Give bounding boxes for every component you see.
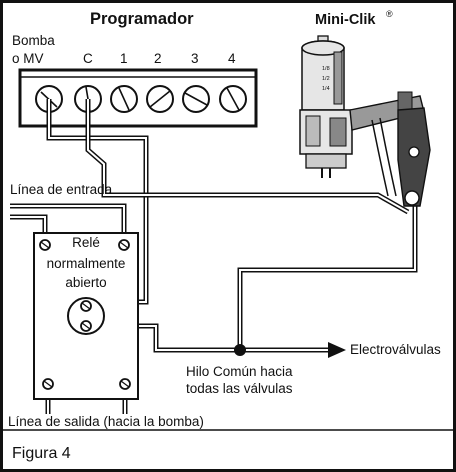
terminal-label-3: 3	[191, 51, 199, 66]
screw-2	[146, 85, 174, 113]
sensor-scale-mark-2: 1/2	[322, 76, 330, 82]
terminal-labels: Bomba o MV C 1 2 3 4	[12, 33, 236, 66]
sensor-scale-mark-3: 1/4	[322, 86, 330, 92]
sensor-name: Mini-Clik	[315, 12, 376, 28]
common-wire-label-line2: todas las válvulas	[186, 381, 293, 396]
relay-label-line3: abierto	[65, 275, 106, 290]
relay: Relé normalmente abierto	[33, 232, 139, 400]
relay-label-line1: Relé	[72, 235, 100, 250]
screw-1	[110, 85, 138, 113]
sensor-scale: 1/8 1/2 1/4	[322, 66, 330, 92]
controller-title: Programador	[90, 10, 194, 28]
terminal-label-1: 1	[120, 51, 128, 66]
relay-label: Relé normalmente abierto	[47, 235, 126, 290]
valves-label: Electroválvulas	[350, 342, 441, 357]
input-line-label: Línea de entrada	[10, 182, 113, 197]
screw-3	[182, 85, 210, 113]
screw-4	[219, 85, 247, 113]
output-line-label: Línea de salida (hacia la bomba)	[8, 414, 204, 429]
mini-clik-sensor: Mini-Clik ® 1/8 1/2 1/4	[299, 9, 431, 207]
controller: Programador Bomba o MV C 1 2 3 4	[12, 10, 258, 128]
terminal-label-pump-line1: Bomba	[12, 33, 55, 48]
relay-label-line2: normalmente	[47, 256, 126, 271]
terminal-label-4: 4	[228, 51, 236, 66]
valves-arrow-head	[328, 342, 346, 358]
terminal-label-2: 2	[154, 51, 162, 66]
common-junction-dot	[234, 344, 246, 356]
terminal-label-c: C	[83, 51, 93, 66]
terminal-label-pump-line2: o MV	[12, 51, 44, 66]
relay-output-terminals	[42, 378, 131, 390]
sensor-registered-mark: ®	[386, 9, 393, 19]
sensor-scale-mark-1: 1/8	[322, 66, 330, 72]
relay-coil	[67, 297, 105, 335]
relay-input-terminals	[39, 239, 130, 251]
figure-caption: Figura 4	[12, 445, 71, 462]
common-wire-label-line1: Hilo Común hacia	[186, 364, 293, 379]
